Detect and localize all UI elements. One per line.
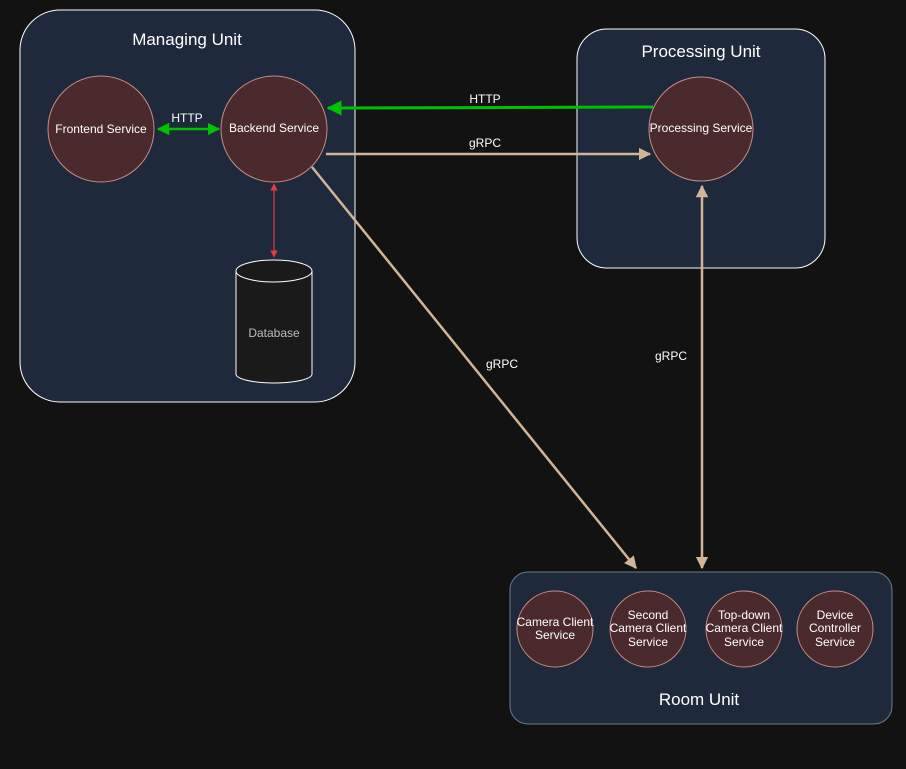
frontend-service-label: Frontend Service [55,122,147,136]
processing-service: Processing Service [648,76,754,182]
device-controller-service-label-line2: Controller [809,621,861,635]
edge-label-backend-room: gRPC [486,357,518,371]
database-cylinder-top [235,259,313,283]
backend-service-node [220,75,328,183]
camera-client-service: Camera Client Service [516,590,594,668]
edges [156,100,709,570]
processing-service-label: Processing Service [650,121,753,135]
database-label: Database [248,326,300,340]
database-cylinder-body [235,271,313,384]
camera-client-service-label-line2: Service [535,628,575,642]
backend-service: Backend Service [220,75,328,183]
edge-label-backend-processing: gRPC [469,136,501,150]
device-controller-service-label-line3: Service [815,635,855,649]
topdown-camera-client-service-label-line2: Camera Client [706,621,783,635]
edge-label-frontend-backend: HTTP [171,111,202,125]
topdown-camera-client-service-label-line3: Service [724,635,764,649]
second-camera-client-service: Second Camera Client Service [609,590,687,668]
second-camera-client-service-label-line2: Camera Client [610,621,687,635]
room-unit-title: Room Unit [659,690,740,709]
backend-service-label: Backend Service [229,121,319,135]
room-unit-box [509,571,893,725]
processing-unit-title: Processing Unit [641,42,760,61]
room-unit: Room Unit [509,571,893,725]
topdown-camera-client-service-node [705,590,783,668]
camera-client-service-node [516,590,594,668]
frontend-service: Frontend Service [47,75,155,183]
edge-label-processing-room: gRPC [655,349,687,363]
processing-service-node [648,76,754,182]
topdown-camera-client-service: Top-down Camera Client Service [705,590,783,668]
device-controller-service-node [796,590,874,668]
device-controller-service: Device Controller Service [796,590,874,668]
database: Database [235,259,313,384]
edge-processing-backend [326,100,654,116]
second-camera-client-service-node [609,590,687,668]
topdown-camera-client-service-label-line1: Top-down [718,608,770,622]
managing-unit-title: Managing Unit [132,30,242,49]
second-camera-client-service-label-line1: Second [628,608,669,622]
frontend-service-node [47,75,155,183]
edge-backend-room [311,166,637,569]
device-controller-service-label-line1: Device [817,608,854,622]
camera-client-service-label-line1: Camera Client [517,615,594,629]
edge-label-processing-backend: HTTP [469,92,500,106]
second-camera-client-service-label-line3: Service [628,635,668,649]
